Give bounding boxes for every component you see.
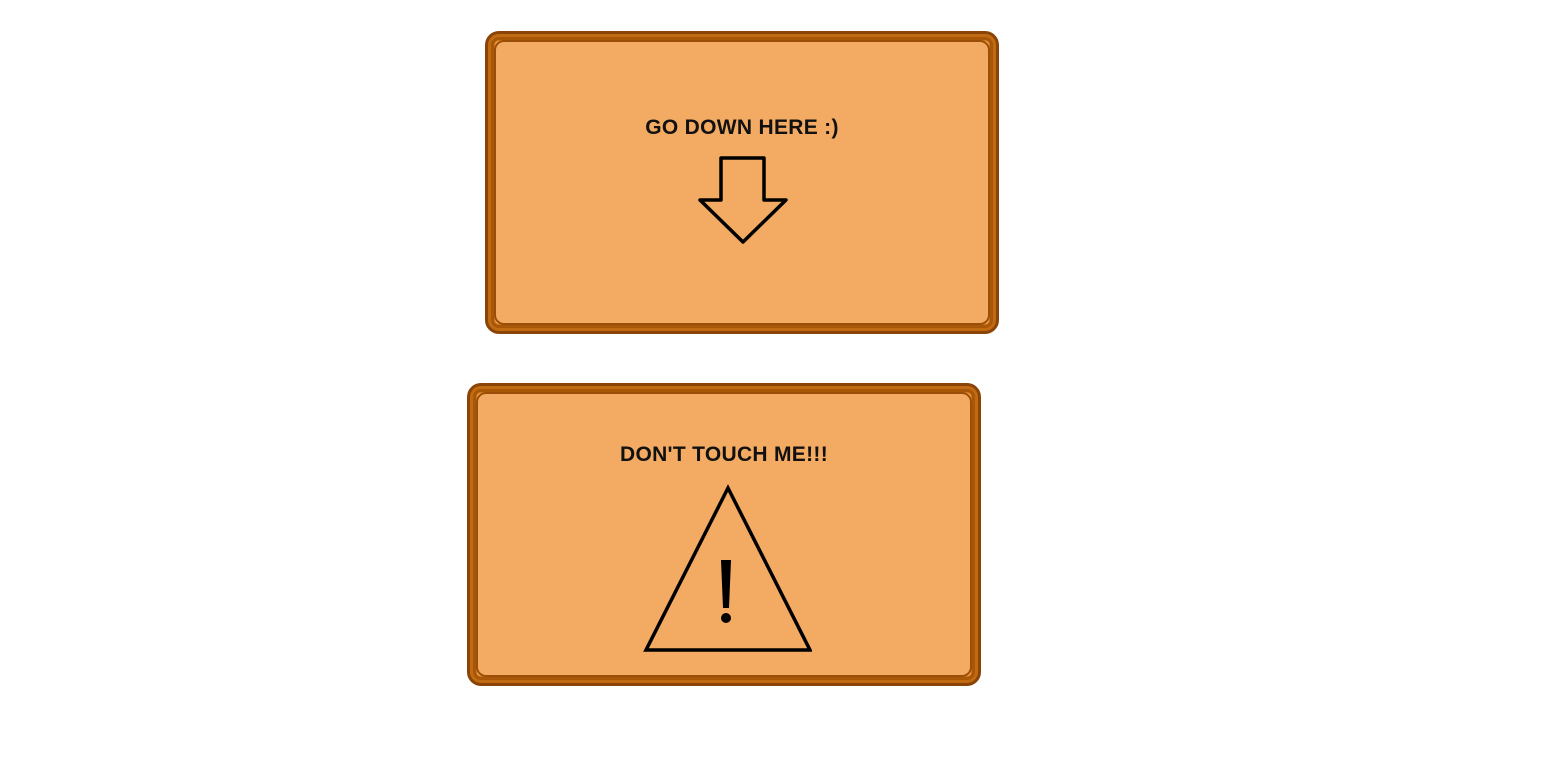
- warning-sign-label: DON'T TOUCH ME!!!: [619, 443, 828, 466]
- down-arrow-icon: [698, 154, 790, 246]
- go-down-sign-label: GO DOWN HERE :): [645, 116, 839, 139]
- go-down-sign[interactable]: GO DOWN HERE :): [485, 31, 999, 334]
- warning-sign[interactable]: DON'T TOUCH ME!!!: [467, 383, 981, 686]
- warning-icon: [642, 484, 813, 654]
